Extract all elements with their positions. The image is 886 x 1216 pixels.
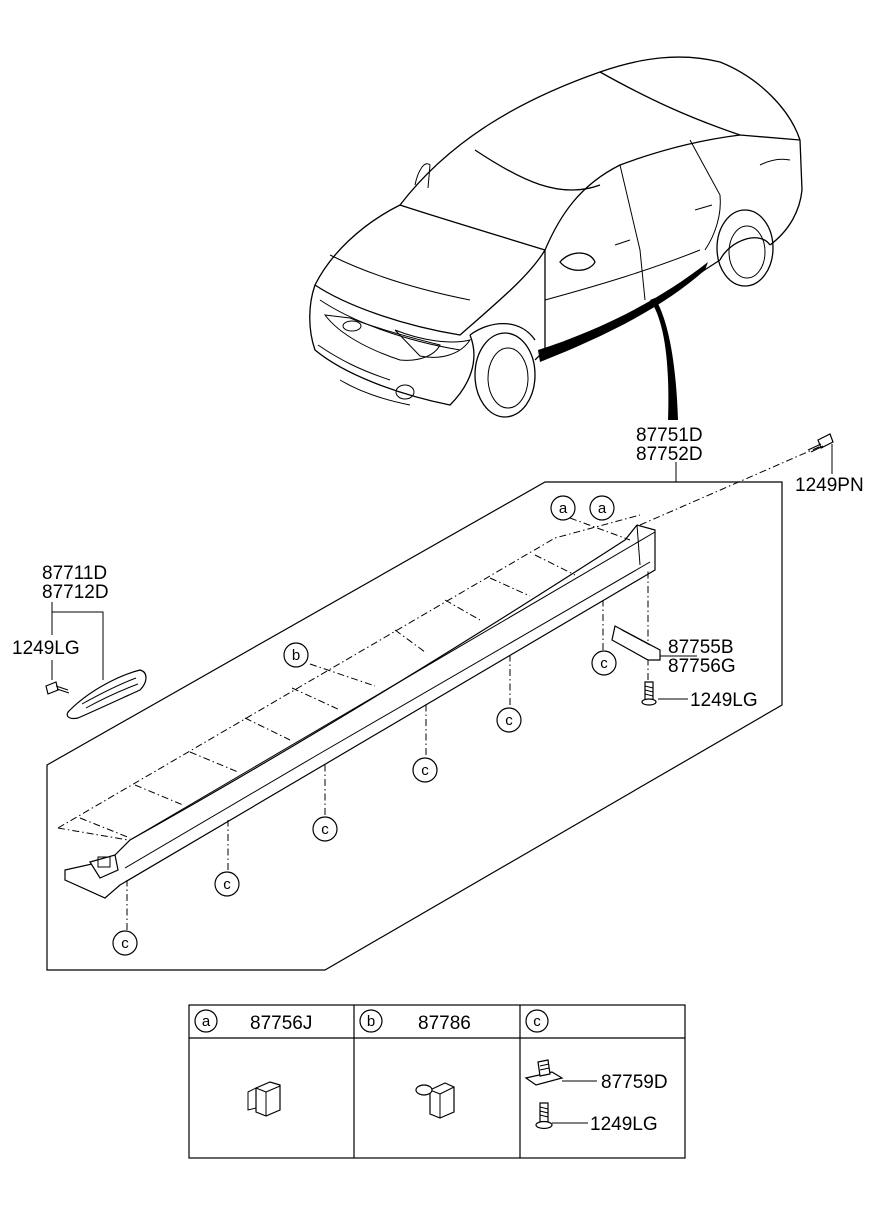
legend-cell-b: b 87786 — [359, 1009, 471, 1119]
legend-part-b: 87786 — [418, 1013, 471, 1034]
garnish-part — [66, 669, 147, 720]
legend-table: a 87756J b 87786 c — [188, 1004, 686, 1159]
assembly-outline — [46, 481, 783, 971]
label-87755B: 87755B — [668, 637, 734, 658]
svg-text:b: b — [292, 647, 300, 664]
callout-a-2: a — [589, 495, 615, 521]
callout-c-3: c — [312, 816, 338, 842]
svg-text:c: c — [121, 935, 129, 952]
callout-c-5: c — [496, 707, 522, 733]
svg-text:a: a — [559, 500, 568, 517]
legend-cell-c: c 87759D 1249LG — [524, 1009, 668, 1135]
label-87712D: 87712D — [42, 582, 109, 603]
svg-text:a: a — [598, 500, 607, 517]
screw-1249lg-legend-icon — [535, 1102, 553, 1130]
clip-87759d-icon — [524, 1059, 564, 1086]
label-87756G: 87756G — [668, 656, 736, 677]
label-87751D: 87751D — [636, 425, 703, 446]
side-sill-moulding — [57, 439, 836, 899]
svg-text:c: c — [505, 712, 513, 729]
car-illustration — [309, 56, 803, 420]
svg-text:b: b — [367, 1013, 375, 1030]
legend-part-1249LG: 1249LG — [590, 1114, 658, 1135]
svg-text:c: c — [533, 1013, 541, 1030]
b-clip-arrows — [79, 517, 631, 839]
svg-text:c: c — [223, 876, 231, 893]
callout-c-1: c — [112, 930, 138, 956]
svg-text:c: c — [321, 821, 329, 838]
label-87711D: 87711D — [42, 563, 107, 584]
legend-part-a: 87756J — [250, 1013, 312, 1034]
callout-b: b — [283, 642, 309, 668]
label-1249PN: 1249PN — [795, 475, 864, 496]
callout-c-2: c — [214, 871, 240, 897]
clip-87756j-icon — [247, 1081, 281, 1117]
svg-text:c: c — [421, 762, 429, 779]
screw-1249lg-left — [45, 681, 70, 695]
legend-cell-a: a 87756J — [194, 1009, 312, 1117]
label-1249LG-right: 1249LG — [690, 690, 758, 711]
clip-87786-icon — [415, 1082, 455, 1119]
callout-c-4: c — [412, 757, 438, 783]
c-clip-arrows — [126, 570, 649, 930]
svg-text:c: c — [600, 655, 608, 672]
leader-87711D — [51, 602, 104, 680]
screw-1249lg-right — [641, 681, 657, 706]
label-87752D: 87752D — [636, 444, 703, 465]
callout-c-6: c — [591, 650, 617, 676]
callout-a-1: a — [550, 495, 576, 521]
screw-1249pn — [807, 433, 834, 474]
legend-part-87759D: 87759D — [601, 1072, 668, 1093]
label-1249LG-left: 1249LG — [12, 638, 80, 659]
bracket-part — [611, 625, 661, 661]
svg-text:a: a — [202, 1013, 211, 1030]
